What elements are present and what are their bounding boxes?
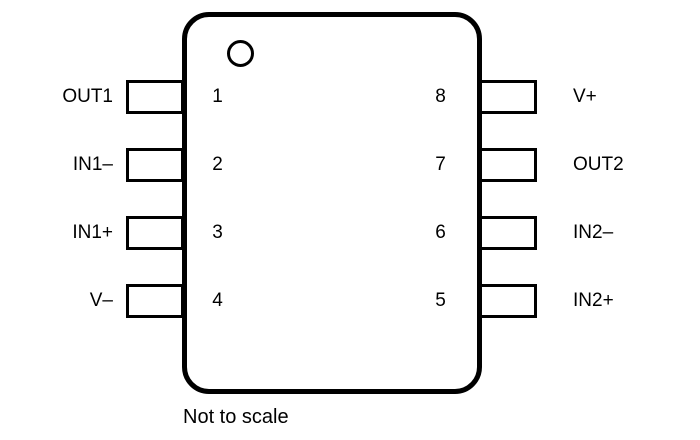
pin-3-label: IN1+ bbox=[72, 222, 113, 243]
pin-1-box bbox=[126, 80, 184, 114]
ic-package-outline bbox=[182, 12, 482, 394]
pin-7-number: 7 bbox=[435, 154, 446, 175]
pin-2-label: IN1– bbox=[72, 154, 113, 175]
pin-2-box bbox=[126, 148, 184, 182]
pin-2-number: 2 bbox=[212, 154, 223, 175]
not-to-scale-caption: Not to scale bbox=[183, 406, 289, 428]
pin-6-number: 6 bbox=[435, 222, 446, 243]
pin-5-label: IN2+ bbox=[573, 290, 614, 311]
pin-5-box bbox=[479, 284, 537, 318]
pin-8-box bbox=[479, 80, 537, 114]
pin-8-number: 8 bbox=[435, 86, 446, 107]
pin-1-label: OUT1 bbox=[62, 86, 113, 107]
pin-3-box bbox=[126, 216, 184, 250]
pin-7-box bbox=[479, 148, 537, 182]
pin-3-number: 3 bbox=[212, 222, 223, 243]
pin-4-label: V– bbox=[89, 290, 113, 311]
pin-6-label: IN2– bbox=[573, 222, 614, 243]
pin-4-box bbox=[126, 284, 184, 318]
pin-5-number: 5 bbox=[435, 290, 446, 311]
pin1-indicator-dot bbox=[226, 39, 254, 67]
pin-4-number: 4 bbox=[212, 290, 223, 311]
pin-7-label: OUT2 bbox=[573, 154, 624, 175]
pin-1-number: 1 bbox=[212, 86, 223, 107]
pin-6-box bbox=[479, 216, 537, 250]
pin-8-label: V+ bbox=[573, 86, 597, 107]
